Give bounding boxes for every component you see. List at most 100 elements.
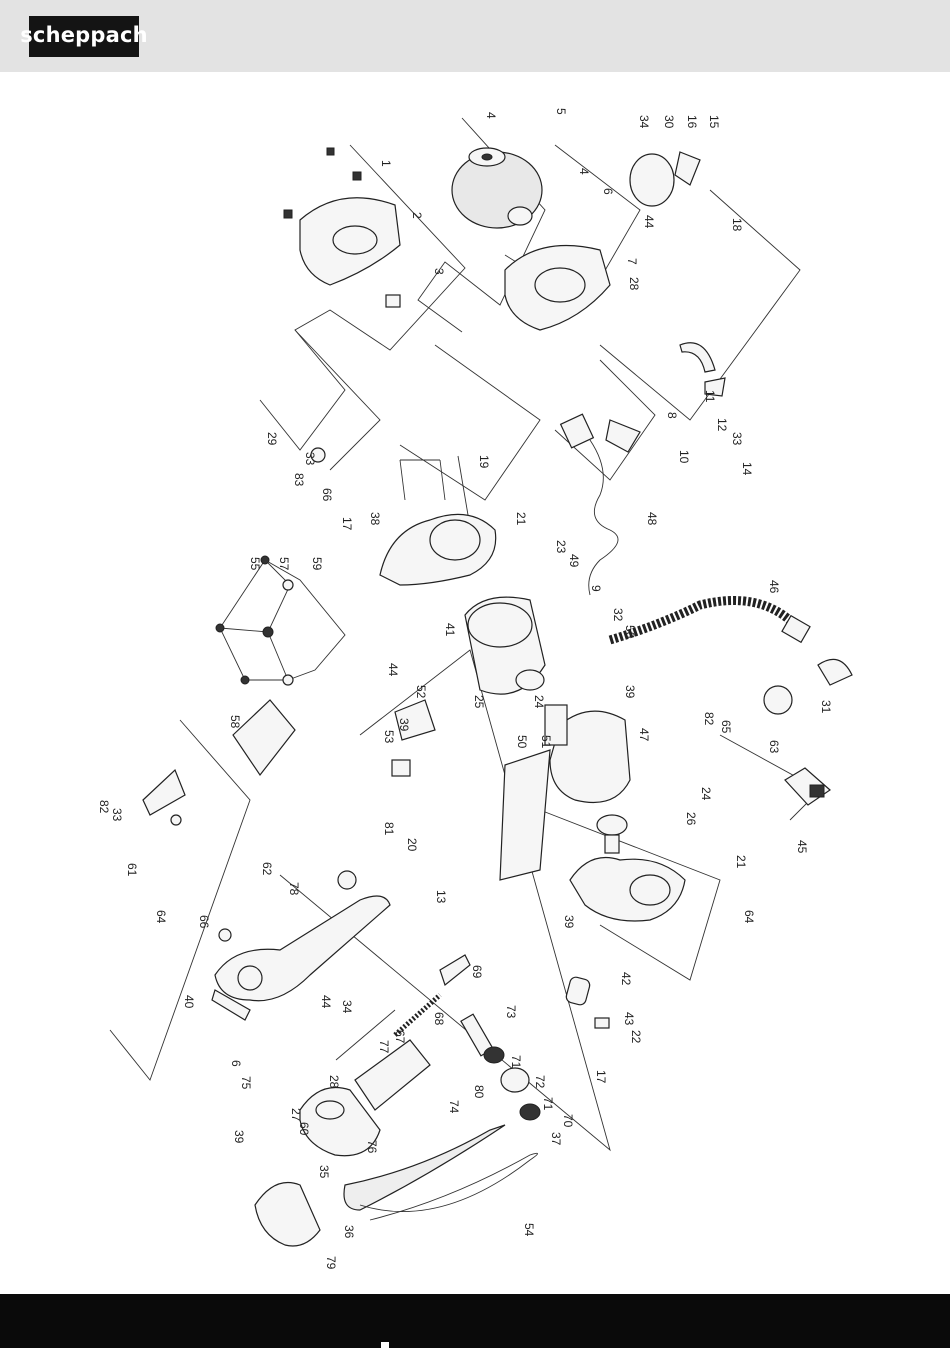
callout-number: 39 [232,1130,246,1144]
callout-number: 7 [625,258,639,265]
callout-number: 61 [125,863,139,877]
callout-number: 52 [414,685,428,699]
callout-number: 40 [182,995,196,1009]
callout-number: 10 [677,450,691,464]
callout-number: 29 [265,432,279,446]
switch-box [391,699,436,777]
callout-number: 71 [509,1055,523,1069]
callout-number: 9 [589,585,603,592]
callout-number: 31 [819,700,833,714]
stand-frame [215,555,346,686]
callout-number: 34 [340,1000,354,1014]
callout-number: 11 [703,390,717,403]
callout-number: 35 [317,1165,331,1179]
callout-number: 47 [637,728,651,742]
callout-number: 54 [522,1223,536,1237]
callout-number: 64 [154,910,168,924]
callout-number: 75 [239,1076,253,1090]
callout-number: 78 [287,882,301,896]
v-belt [359,1152,538,1221]
callout-number: 60 [297,1122,311,1136]
motor-mount-rear [569,856,686,922]
callout-number: 53 [382,730,396,744]
callout-number: 33 [730,432,744,446]
callout-number: 58 [228,715,242,729]
callout-number: 6 [229,1060,243,1067]
callout-number: 21 [734,855,748,869]
power-cord [559,413,641,596]
callout-number: 69 [470,965,484,979]
callout-number: 27 [289,1108,303,1122]
callout-number: 74 [447,1100,461,1114]
callout-number: 56 [623,625,637,639]
callout-number: 20 [405,838,419,852]
callout-number: 34 [637,115,651,129]
callout-number: 24 [699,787,713,801]
callout-number: 72 [533,1075,547,1089]
callout-number: 42 [619,972,633,986]
callout-number: 28 [627,277,641,291]
callout-number: 80 [472,1085,486,1099]
tension-spring [335,954,471,1061]
callout-number: 41 [443,623,457,637]
callout-number: 24 [532,695,546,709]
callout-number: 2 [410,212,424,219]
callout-number: 39 [623,685,637,699]
callout-number: 12 [715,418,729,432]
callout-number: 33 [303,452,317,466]
callout-number: 50 [515,735,529,749]
callout-number: 39 [397,718,411,732]
callout-number: 44 [319,995,333,1009]
page-header: scheppach [0,0,950,72]
callout-number: 21 [514,512,528,526]
callout-number: 25 [472,695,486,709]
callout-number: 18 [730,218,744,232]
drive-shaft [460,1013,541,1121]
callout-number: 23 [554,540,568,554]
callout-number: 66 [320,488,334,502]
callout-number: 30 [662,115,676,129]
callout-number: 36 [342,1225,356,1239]
callout-number: 59 [310,557,324,571]
callout-number: 44 [386,663,400,677]
callout-number: 8 [665,412,679,419]
callout-number: 76 [365,1140,379,1154]
callout-number: 17 [340,517,354,531]
callout-number: 26 [684,812,698,826]
callout-number: 48 [645,512,659,526]
spark-deflector [679,342,726,397]
callout-number: 39 [562,915,576,929]
callout-number: 83 [292,473,306,487]
callout-number: 28 [327,1075,341,1089]
callout-number: 62 [260,862,274,876]
eye-shield [629,151,701,207]
sponge-wheel [451,147,543,229]
callout-number: 46 [767,580,781,594]
callout-number: 55 [248,557,262,571]
callout-number: 33 [110,808,124,822]
callout-number: 4 [484,112,498,119]
knobs [218,447,357,942]
callout-number: 77 [377,1040,391,1054]
mount-plate [499,749,551,881]
callout-number: 19 [477,455,491,469]
callout-number: 49 [567,554,581,568]
page-footer [0,1294,950,1348]
callout-number: 22 [629,1030,643,1044]
callout-number: 79 [324,1256,338,1270]
callout-number: 13 [434,890,448,904]
callout-number: 14 [740,462,754,476]
callout-number: 81 [382,822,396,836]
footer-marker [381,1342,389,1348]
motor-mount-front [379,455,497,586]
callout-number: 70 [561,1114,575,1128]
callout-number: 66 [197,915,211,929]
callout-number: 6 [601,188,615,195]
callout-number: 17 [594,1070,608,1084]
extraction-box [784,767,831,806]
callout-number: 64 [742,910,756,924]
capacitor [565,976,610,1029]
callout-number: 4 [577,168,591,175]
